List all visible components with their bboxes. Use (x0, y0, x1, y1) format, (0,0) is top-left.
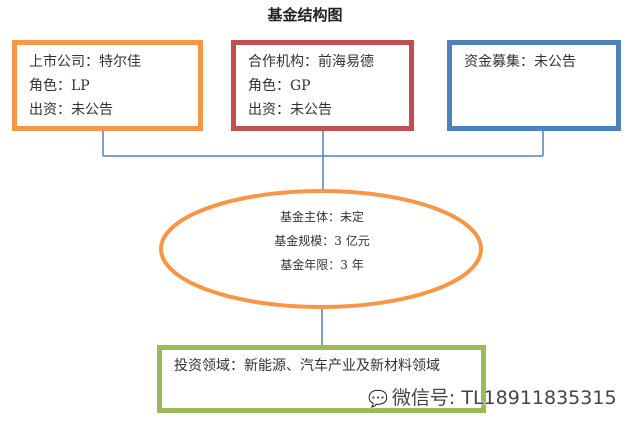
diagram-title: 基金结构图 (267, 6, 343, 24)
gp-role: 角色：GP (248, 78, 311, 94)
gp-partner: 合作机构：前海易德 (248, 54, 374, 70)
fund-info: 基金主体：未定 基金规模：3 亿元 基金年限：3 年 (160, 205, 484, 277)
lp-box: 上市公司：特尔佳 角色：LP 出资：未公告 (12, 40, 203, 131)
fund-size: 基金规模：3 亿元 (274, 234, 370, 248)
lp-company: 上市公司：特尔佳 (29, 54, 141, 70)
funding-raising: 资金募集：未公告 (464, 54, 576, 70)
investment-scope: 投资领域：新能源、汽车产业及新材料领域 (174, 358, 440, 374)
funding-box: 资金募集：未公告 (447, 40, 621, 131)
watermark: 💬微信号: TL18911835315 (368, 383, 617, 410)
watermark-text: 微信号: TL18911835315 (391, 387, 617, 409)
lp-contribution: 出资：未公告 (29, 102, 113, 118)
investment-box: 投资领域：新能源、汽车产业及新材料领域 (157, 345, 486, 413)
wechat-icon: 💬 (368, 389, 388, 408)
fund-ellipse (159, 189, 483, 309)
fund-entity: 基金主体：未定 (279, 210, 364, 224)
lp-role: 角色：LP (29, 78, 90, 94)
gp-contribution: 出资：未公告 (248, 102, 332, 118)
gp-box: 合作机构：前海易德 角色：GP 出资：未公告 (231, 40, 414, 131)
fund-term: 基金年限：3 年 (280, 258, 364, 272)
